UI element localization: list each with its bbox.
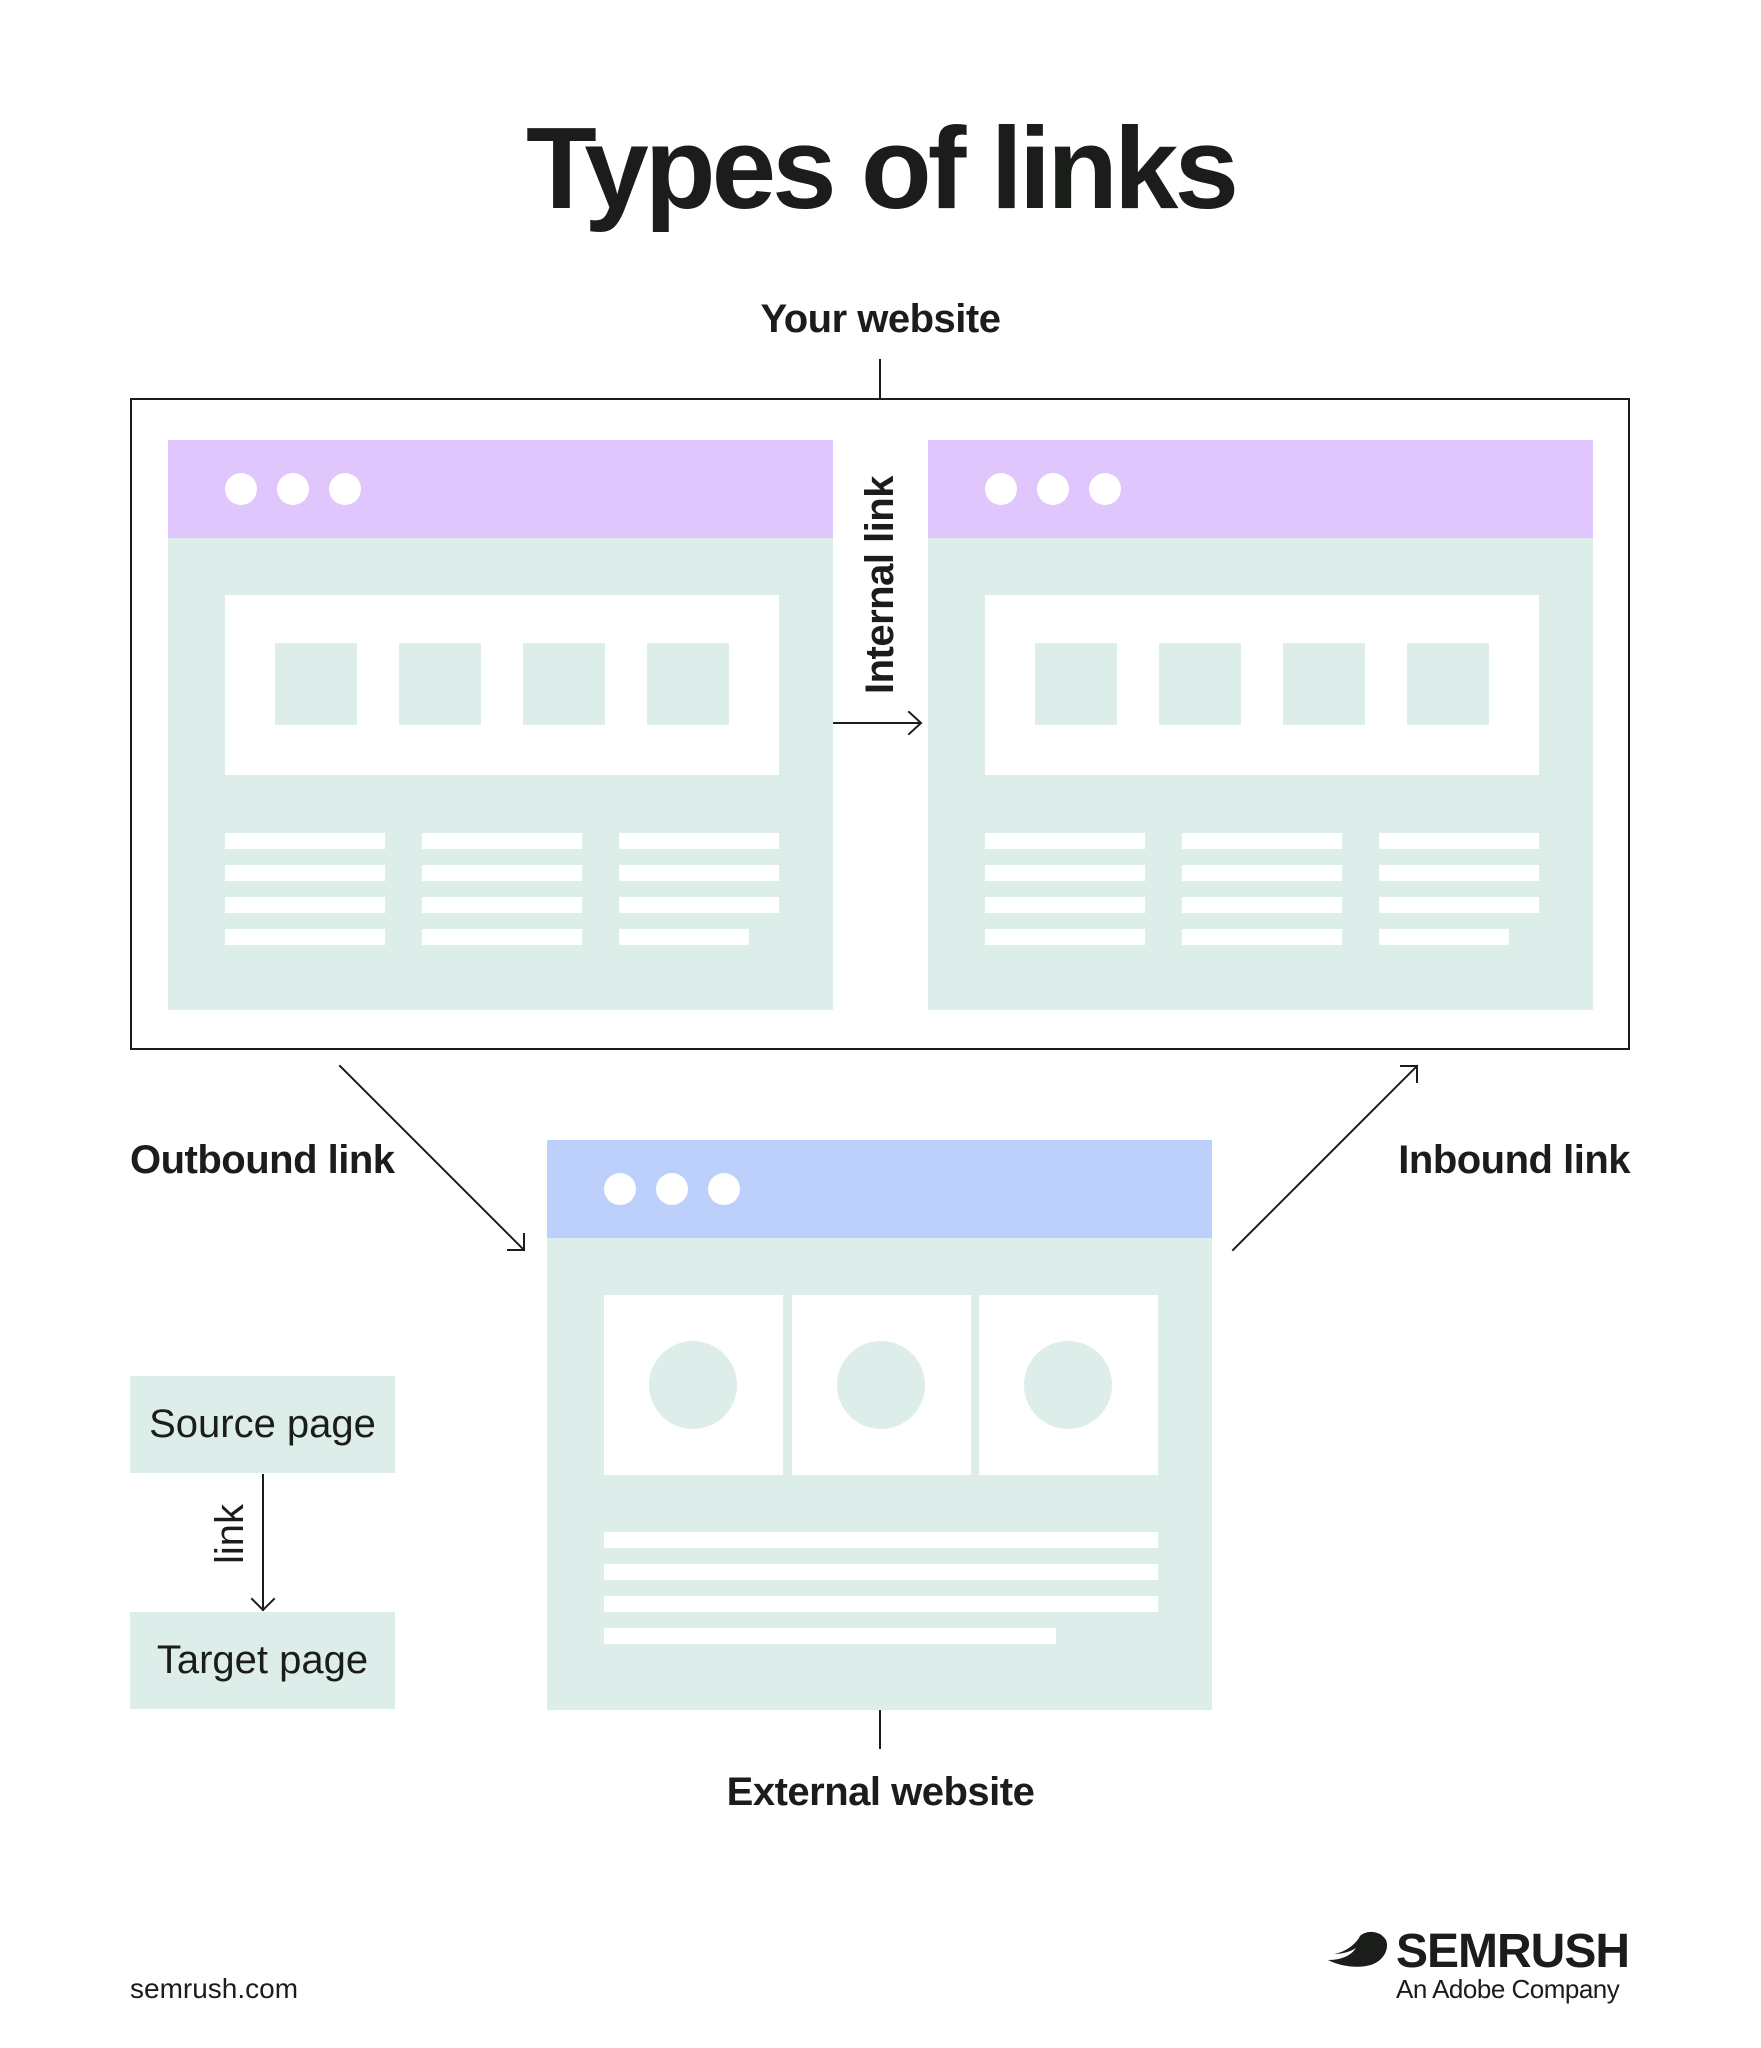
text-line <box>985 929 1145 945</box>
legend-source-page: Source page <box>130 1376 395 1473</box>
text-line <box>422 929 582 945</box>
legend-source-label: Source page <box>149 1402 376 1446</box>
card <box>792 1295 971 1475</box>
text-line <box>619 897 779 913</box>
semrush-logo-icon <box>1328 1931 1388 1967</box>
browser-header <box>547 1140 1212 1238</box>
text-line <box>422 865 582 881</box>
browser-header <box>928 440 1593 538</box>
window-dot-icon <box>277 473 309 505</box>
legend-target-page: Target page <box>130 1612 395 1709</box>
diagram-title: Types of links <box>526 103 1239 233</box>
text-line <box>1182 865 1342 881</box>
thumbnail <box>647 643 729 725</box>
window-dot-icon <box>329 473 361 505</box>
thumbnail <box>523 643 605 725</box>
text-line <box>604 1596 1158 1612</box>
inbound-link-label: Inbound link <box>1398 1138 1630 1182</box>
thumbnail <box>275 643 357 725</box>
text-line <box>604 1628 1056 1644</box>
card <box>979 1295 1158 1475</box>
card-image <box>1024 1341 1112 1429</box>
text-line <box>1182 929 1342 945</box>
thumbnail <box>1035 643 1117 725</box>
text-line <box>985 897 1145 913</box>
text-line <box>225 897 385 913</box>
text-line <box>619 865 779 881</box>
brand-tagline: An Adobe Company <box>1396 1974 1620 2004</box>
text-line <box>619 833 779 849</box>
your-website-box <box>130 398 1630 1050</box>
your-site-page-right <box>928 440 1593 1010</box>
your-site-page-left <box>168 440 833 1010</box>
thumbnail <box>1159 643 1241 725</box>
legend-target-label: Target page <box>156 1638 369 1682</box>
hero-block <box>225 595 779 775</box>
window-dot-icon <box>656 1173 688 1205</box>
text-line <box>985 833 1145 849</box>
text-line <box>1379 833 1539 849</box>
external-website-label: External website <box>726 1770 1035 1814</box>
inbound-link-arrowhead <box>1400 1065 1418 1083</box>
inbound-link-arrow <box>1231 1064 1419 1252</box>
window-dot-icon <box>604 1173 636 1205</box>
thumbnail <box>399 643 481 725</box>
text-line <box>422 897 582 913</box>
footer-url: semrush.com <box>130 1973 299 2004</box>
text-line <box>1182 897 1342 913</box>
text-line <box>225 929 385 945</box>
text-line <box>225 865 385 881</box>
card-image <box>837 1341 925 1429</box>
text-line <box>1379 865 1539 881</box>
text-line <box>225 833 385 849</box>
text-line <box>1182 833 1342 849</box>
thumbnail <box>1407 643 1489 725</box>
text-line <box>619 929 749 945</box>
text-line <box>604 1532 1158 1548</box>
text-line <box>1379 929 1509 945</box>
semrush-logo: SEMRUSH An Adobe Company <box>1326 1926 1630 2006</box>
window-dot-icon <box>1089 473 1121 505</box>
window-dot-icon <box>708 1173 740 1205</box>
thumbnail <box>1283 643 1365 725</box>
internal-link-arrowhead <box>907 710 923 736</box>
window-dot-icon <box>985 473 1017 505</box>
legend-link-arrowhead <box>250 1597 276 1612</box>
your-website-label: Your website <box>760 297 1001 341</box>
browser-header <box>168 440 833 538</box>
text-line <box>422 833 582 849</box>
outbound-link-arrowhead <box>507 1233 525 1251</box>
hero-block <box>985 595 1539 775</box>
card <box>604 1295 783 1475</box>
window-dot-icon <box>225 473 257 505</box>
text-line <box>604 1564 1158 1580</box>
card-image <box>649 1341 737 1429</box>
text-line <box>985 865 1145 881</box>
brand-name: SEMRUSH <box>1396 1925 1630 1978</box>
outbound-link-label: Outbound link <box>130 1138 395 1182</box>
window-dot-icon <box>1037 473 1069 505</box>
external-site-page <box>547 1140 1212 1710</box>
text-line <box>1379 897 1539 913</box>
outbound-link-arrow <box>338 1064 526 1252</box>
